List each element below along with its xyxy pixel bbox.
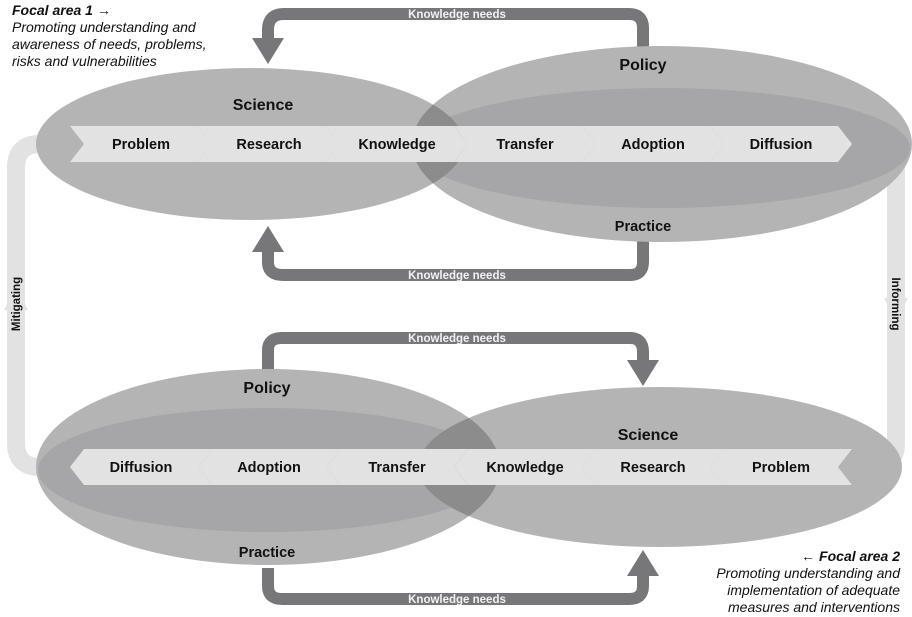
focal-area-1-line-2: awareness of needs, problems,	[12, 36, 207, 52]
top-chevron-1	[70, 126, 212, 162]
top-step-label-2: Research	[236, 137, 301, 153]
bottom-cycle-feedback-arrow-bottom	[262, 568, 649, 605]
informing-arrowhead-icon	[884, 298, 908, 320]
top-cycle-feedback-arrow-bottom	[262, 240, 649, 281]
bottom-practice-label: Practice	[239, 545, 295, 561]
focal-area-1-title: Focal area 1 →	[12, 2, 111, 18]
bottom-step-label-5: Research	[620, 460, 685, 476]
focal-area-2-line-1: Promoting understanding and	[716, 565, 900, 581]
bottom-cycle-feedback-arrow-top	[262, 332, 649, 372]
focal-area-1-line-1: Promoting understanding and	[12, 19, 196, 35]
bottom-policy-label: Policy	[243, 380, 290, 397]
focal-area-1-line-3: risks and vulnerabilities	[12, 53, 157, 69]
bottom-cycle-feedback-bottom-arrowhead-icon	[627, 550, 659, 576]
top-chevron-5	[582, 126, 724, 162]
top-cycle-feedback-top-arrowhead-icon	[252, 38, 284, 64]
bottom-chevron-1	[70, 449, 212, 485]
top-step-label-1: Problem	[112, 137, 170, 153]
bottom-chevron-6	[710, 449, 852, 485]
focal-area-2-line-2: implementation of adequate	[727, 582, 900, 598]
bottom-chevron-4	[454, 449, 596, 485]
bottom-science-label: Science	[618, 427, 679, 444]
mitigating-label: Mitigating	[11, 277, 23, 331]
top-knowledge-needs-label-1: Knowledge needs	[408, 9, 506, 21]
top-cycle-feedback-bottom-arrowhead-icon	[252, 226, 284, 252]
bottom-step-label-1: Diffusion	[110, 460, 173, 476]
top-chevron-6	[710, 126, 852, 162]
top-chevron-3	[326, 126, 468, 162]
informing-label: Informing	[889, 277, 901, 330]
bottom-step-label-3: Transfer	[368, 460, 426, 476]
bottom-chevron-2	[198, 449, 340, 485]
bottom-cycle: Diffusion Adoption Transfer Knowledge Resear…	[36, 332, 902, 606]
bottom-step-label-4: Knowledge	[486, 460, 563, 476]
top-knowledge-needs-label-2: Knowledge needs	[408, 270, 506, 282]
focal-area-2-line-3: measures and interventions	[728, 599, 900, 615]
focal-area-1: Focal area 1 → Promoting understanding a…	[12, 2, 207, 70]
mitigating-arrowhead-icon	[4, 288, 28, 310]
top-step-label-4: Transfer	[496, 137, 554, 153]
focal-area-2-title: ← Focal area 2	[801, 548, 900, 564]
bottom-step-label-2: Adoption	[237, 460, 301, 476]
top-step-label-5: Adoption	[621, 137, 685, 153]
top-science-label: Science	[233, 97, 294, 114]
top-step-label-6: Diffusion	[750, 137, 813, 153]
bottom-knowledge-needs-label-1: Knowledge needs	[408, 333, 506, 345]
bottom-knowledge-needs-label-2: Knowledge needs	[408, 594, 506, 606]
bottom-cycle-feedback-top-arrowhead-icon	[627, 360, 659, 386]
top-step-label-3: Knowledge	[358, 137, 435, 153]
top-policy-label: Policy	[619, 57, 666, 74]
top-chevron-4	[454, 126, 596, 162]
top-cycle-feedback-arrow-top	[262, 8, 649, 92]
bottom-chevron-5	[582, 449, 724, 485]
bottom-step-label-6: Problem	[752, 460, 810, 476]
bottom-chevron-row: Diffusion Adoption Transfer Knowledge Resear…	[70, 449, 852, 485]
top-practice-label: Practice	[615, 219, 671, 235]
top-cycle: Problem Research Knowledge Transfer Adoption…	[36, 8, 912, 282]
bottom-chevron-3	[326, 449, 468, 485]
focal-area-2: ← Focal area 2 Promoting understanding a…	[716, 548, 900, 616]
top-chevron-2	[198, 126, 340, 162]
top-chevron-row: Problem Research Knowledge Transfer Adoption…	[70, 126, 852, 162]
